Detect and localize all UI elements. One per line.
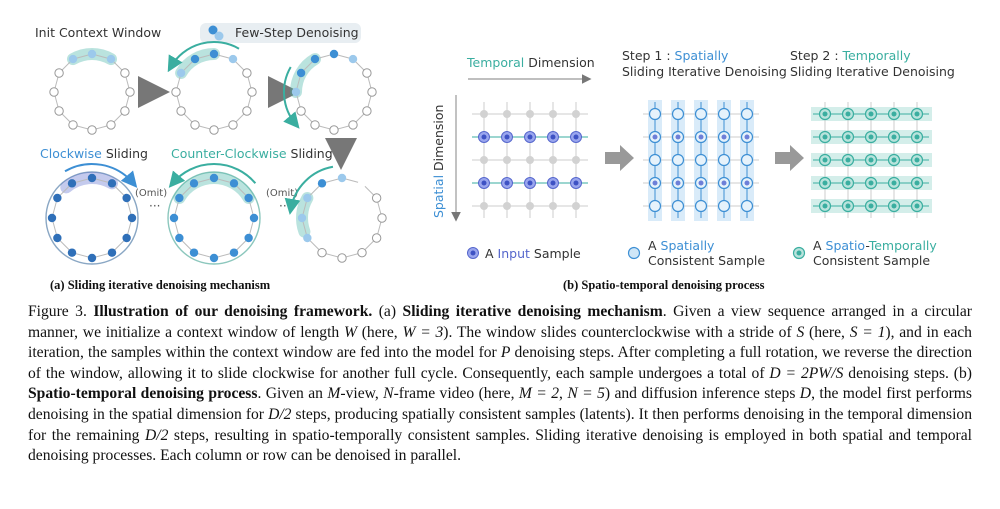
- legend-st-text-2: Consistent Sample: [813, 253, 930, 268]
- legend-st-icon: [792, 246, 806, 260]
- few-step-pill: [200, 23, 361, 43]
- grid-spatial: [643, 100, 759, 221]
- omit-label-2: (Omit): [266, 188, 298, 199]
- step2-subtitle: Sliding Iterative Denoising: [790, 64, 955, 79]
- subcaption-b: (b) Spatio-temporal denoising process: [563, 278, 765, 292]
- legend-spatial-icon: [627, 246, 641, 260]
- flow-arrow-b2: [775, 145, 804, 171]
- subcaption-a: (a) Sliding iterative denoising mechanis…: [50, 278, 271, 292]
- flow-arrow-b1: [605, 145, 634, 171]
- ellipsis-2: ···: [279, 199, 290, 213]
- legend-spatial-text-2: Consistent Sample: [648, 253, 765, 268]
- ring-step2: [167, 41, 257, 135]
- legend-input-text: A Input Sample: [485, 246, 581, 261]
- ring-counter: [167, 163, 261, 265]
- ellipsis-1: ···: [149, 199, 160, 213]
- legend-spatial-text-1: A Spatially: [648, 238, 715, 253]
- temporal-dimension-label: Temporal Dimension: [466, 55, 595, 70]
- few-step-label: Few-Step Denoising: [235, 25, 359, 40]
- step1-subtitle: Sliding Iterative Denoising: [622, 64, 787, 79]
- counter-clockwise-sliding-label: Counter-Clockwise Sliding: [171, 146, 333, 161]
- grid-input: [472, 102, 588, 218]
- omit-label-1: (Omit): [135, 188, 167, 199]
- clockwise-sliding-label: Clockwise Sliding: [40, 146, 148, 161]
- sample-grids: [472, 100, 932, 221]
- figure-caption: Figure 3. Illustration of our denoising …: [28, 303, 973, 465]
- step1-title: Step 1 : Spatially: [622, 48, 729, 63]
- figure-illustration: Init Context Window Few-Step Denoising C…: [35, 23, 955, 292]
- grid-temporal: [811, 102, 932, 218]
- ring-clockwise: [45, 163, 139, 265]
- init-context-window-label: Init Context Window: [35, 25, 161, 40]
- ring-partial: [284, 165, 387, 263]
- ring-init: [49, 48, 135, 135]
- few-step-icon: [208, 25, 224, 41]
- step2-title: Step 2 : Temporally: [790, 48, 911, 63]
- ring-step3: [283, 49, 377, 135]
- spatial-dimension-label: Spatial Dimension: [431, 105, 446, 218]
- legend-input-icon: [467, 247, 479, 259]
- ring-diagrams: [45, 41, 387, 265]
- legend-st-text-1: A Spatio-Temporally: [813, 238, 937, 253]
